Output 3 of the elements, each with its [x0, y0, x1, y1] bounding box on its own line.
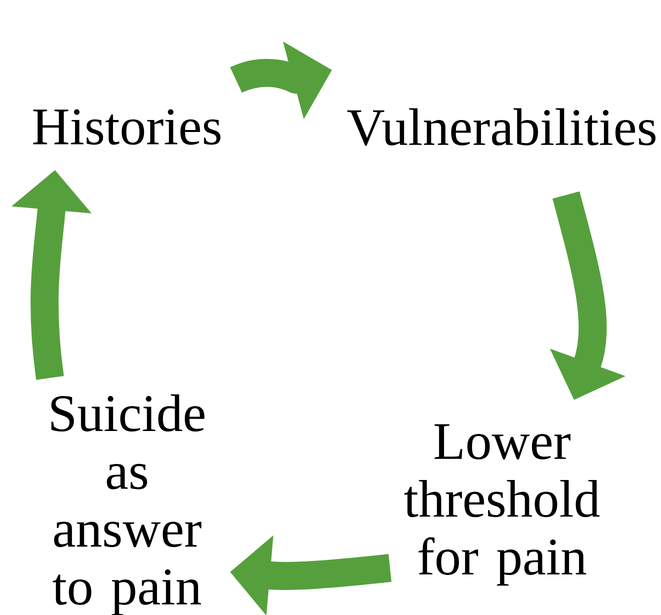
cycle-label: Vulnerabilities [347, 108, 656, 146]
cycle-label: Lower threshold for pain [404, 424, 600, 586]
cycle-label: Histories [33, 109, 220, 145]
